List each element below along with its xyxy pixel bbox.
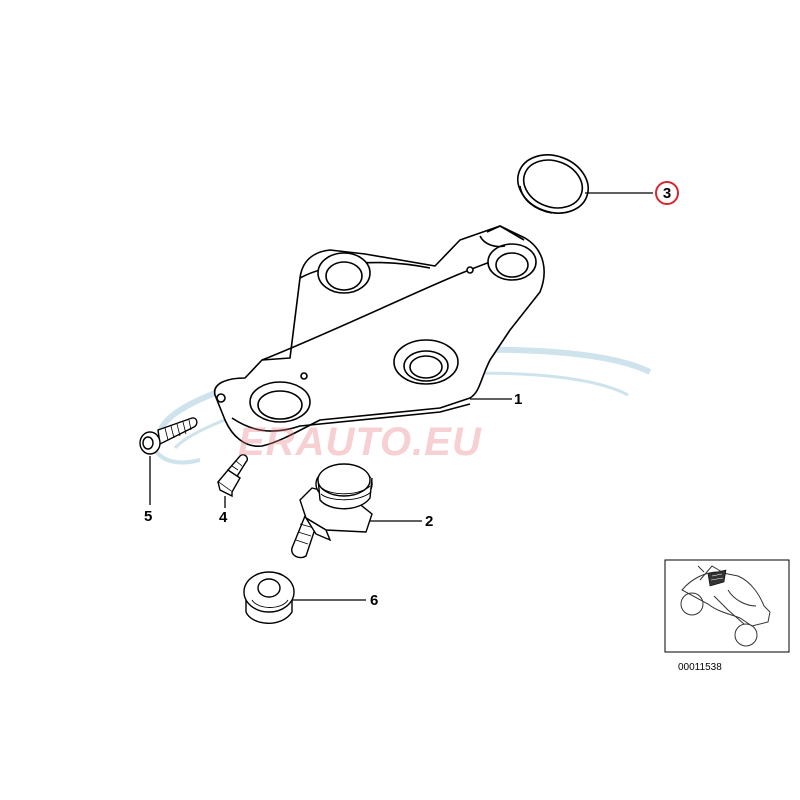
- threaded-pin-part-2[interactable]: [291, 463, 373, 559]
- callout-4[interactable]: 4: [219, 509, 228, 526]
- motorcycle-icon: [680, 565, 771, 647]
- watermark-text: ERAUTO.EU: [238, 420, 482, 464]
- fork-bridge-part-1[interactable]: [213, 225, 545, 447]
- screw-part-4[interactable]: [216, 453, 249, 498]
- callout-3-highlighted[interactable]: 3: [655, 181, 679, 205]
- diagram-number: 00011538: [678, 662, 722, 673]
- grommet-part-6[interactable]: [243, 571, 295, 624]
- leader-lines: [149, 192, 653, 601]
- thumbnail-frame: [664, 559, 790, 653]
- callout-1[interactable]: 1: [514, 391, 523, 408]
- callout-6[interactable]: 6: [370, 592, 379, 609]
- seal-ring-part-3[interactable]: [510, 145, 597, 222]
- callout-2[interactable]: 2: [425, 513, 434, 530]
- callout-5[interactable]: 5: [144, 508, 153, 525]
- highlight-mark: [707, 569, 727, 587]
- bolt-part-5[interactable]: [139, 417, 198, 455]
